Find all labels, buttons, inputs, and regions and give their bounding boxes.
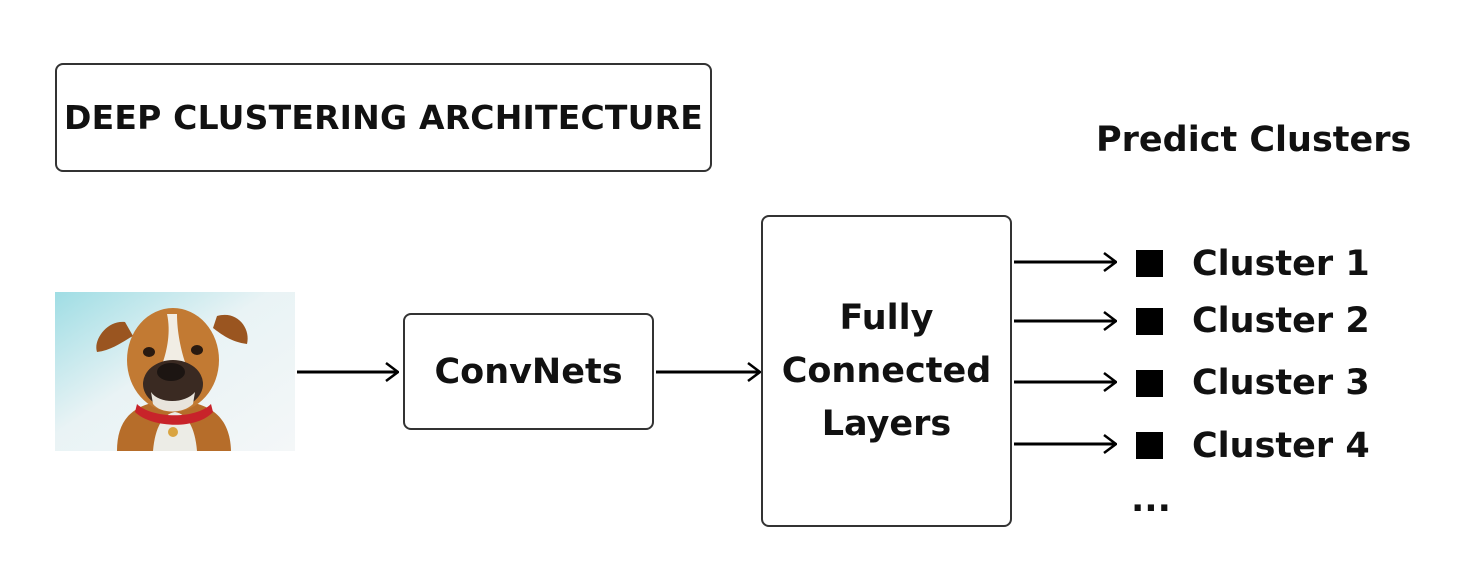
diagram-title: DEEP CLUSTERING ARCHITECTURE (64, 98, 703, 137)
cluster-4-label: Cluster 4 (1192, 426, 1370, 466)
convnets-label: ConvNets (434, 351, 623, 392)
fc-label-line-1: Fully (839, 297, 934, 338)
cluster-3-label: Cluster 3 (1192, 363, 1370, 403)
cluster-2-label: Cluster 2 (1192, 301, 1370, 341)
cluster-1-marker (1136, 250, 1163, 277)
title-box: DEEP CLUSTERING ARCHITECTURE (55, 63, 712, 172)
fc-label-line-2: Connected (781, 350, 992, 391)
boxer-dog-image (55, 292, 295, 451)
cluster-1-label: Cluster 1 (1192, 244, 1370, 284)
convnets-box: ConvNets (403, 313, 654, 430)
more-clusters-ellipsis: ... (1131, 480, 1171, 520)
cluster-4-marker (1136, 432, 1163, 459)
fc-label-line-3: Layers (821, 403, 952, 444)
cluster-3-marker (1136, 370, 1163, 397)
predict-clusters-heading: Predict Clusters (1096, 120, 1412, 160)
fully-connected-box: Fully Connected Layers (761, 215, 1012, 527)
cluster-2-marker (1136, 308, 1163, 335)
